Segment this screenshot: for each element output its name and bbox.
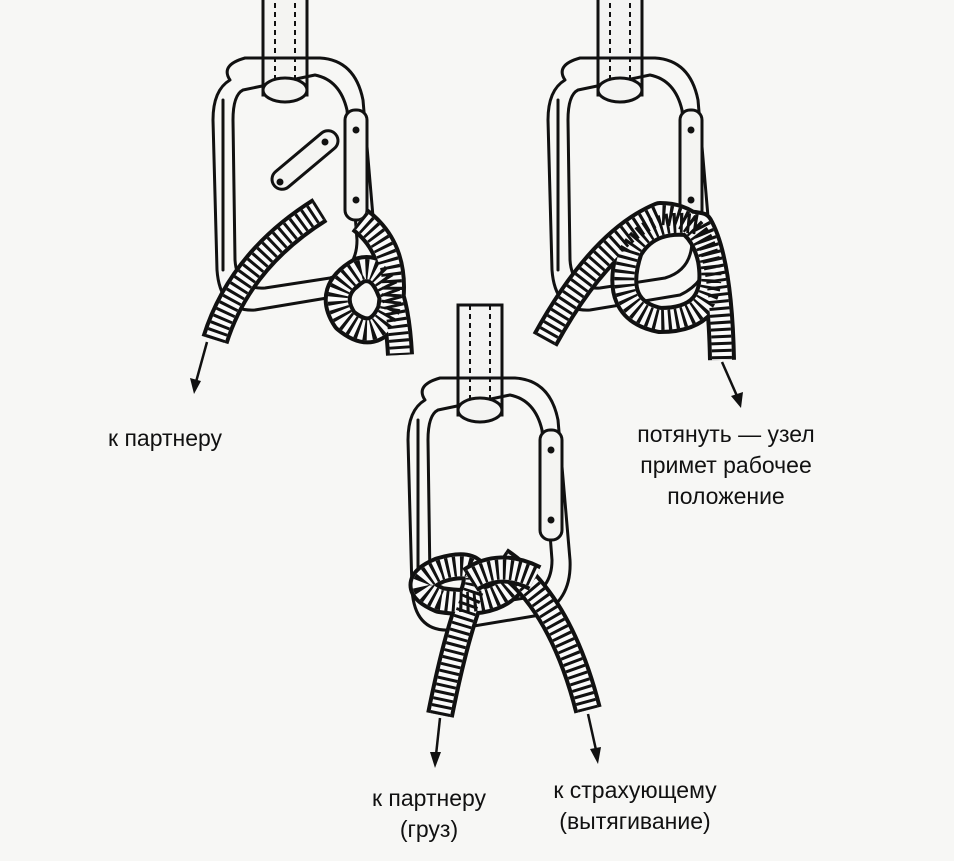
step-2-rope (532, 201, 743, 408)
caption-line: потянуть — узел (637, 421, 815, 447)
step-2-arrow (720, 361, 739, 397)
caption-pull-knot: потянуть — узел примет рабочее положение (596, 419, 856, 512)
caption-to-belayer: к страхующему (вытягивание) (520, 775, 750, 837)
step-3-arrowhead-partner (430, 752, 441, 768)
caption-to-partner-load: к партнеру (груз) (344, 783, 514, 845)
step-3-rope (409, 548, 602, 768)
step-1-arrowhead (190, 378, 201, 394)
step-3-arrowhead-belayer (590, 747, 601, 764)
step-2-arrowhead (731, 392, 743, 408)
step-3-arrow-partner (434, 717, 442, 756)
caption-line: положение (667, 483, 785, 509)
caption-line: (вытягивание) (559, 808, 711, 834)
step-3-arrow-belayer (586, 713, 598, 751)
caption-line: (груз) (399, 816, 459, 842)
step-1-rope (190, 198, 414, 394)
caption-line: примет рабочее (640, 452, 812, 478)
caption-to-partner: к партнеру (108, 423, 222, 454)
caption-line: к страхующему (553, 777, 717, 803)
step-1-arrow (194, 341, 209, 383)
caption-line: к партнеру (108, 425, 223, 451)
step-1-carabiner (211, 0, 377, 312)
caption-line: к партнеру (371, 785, 487, 811)
